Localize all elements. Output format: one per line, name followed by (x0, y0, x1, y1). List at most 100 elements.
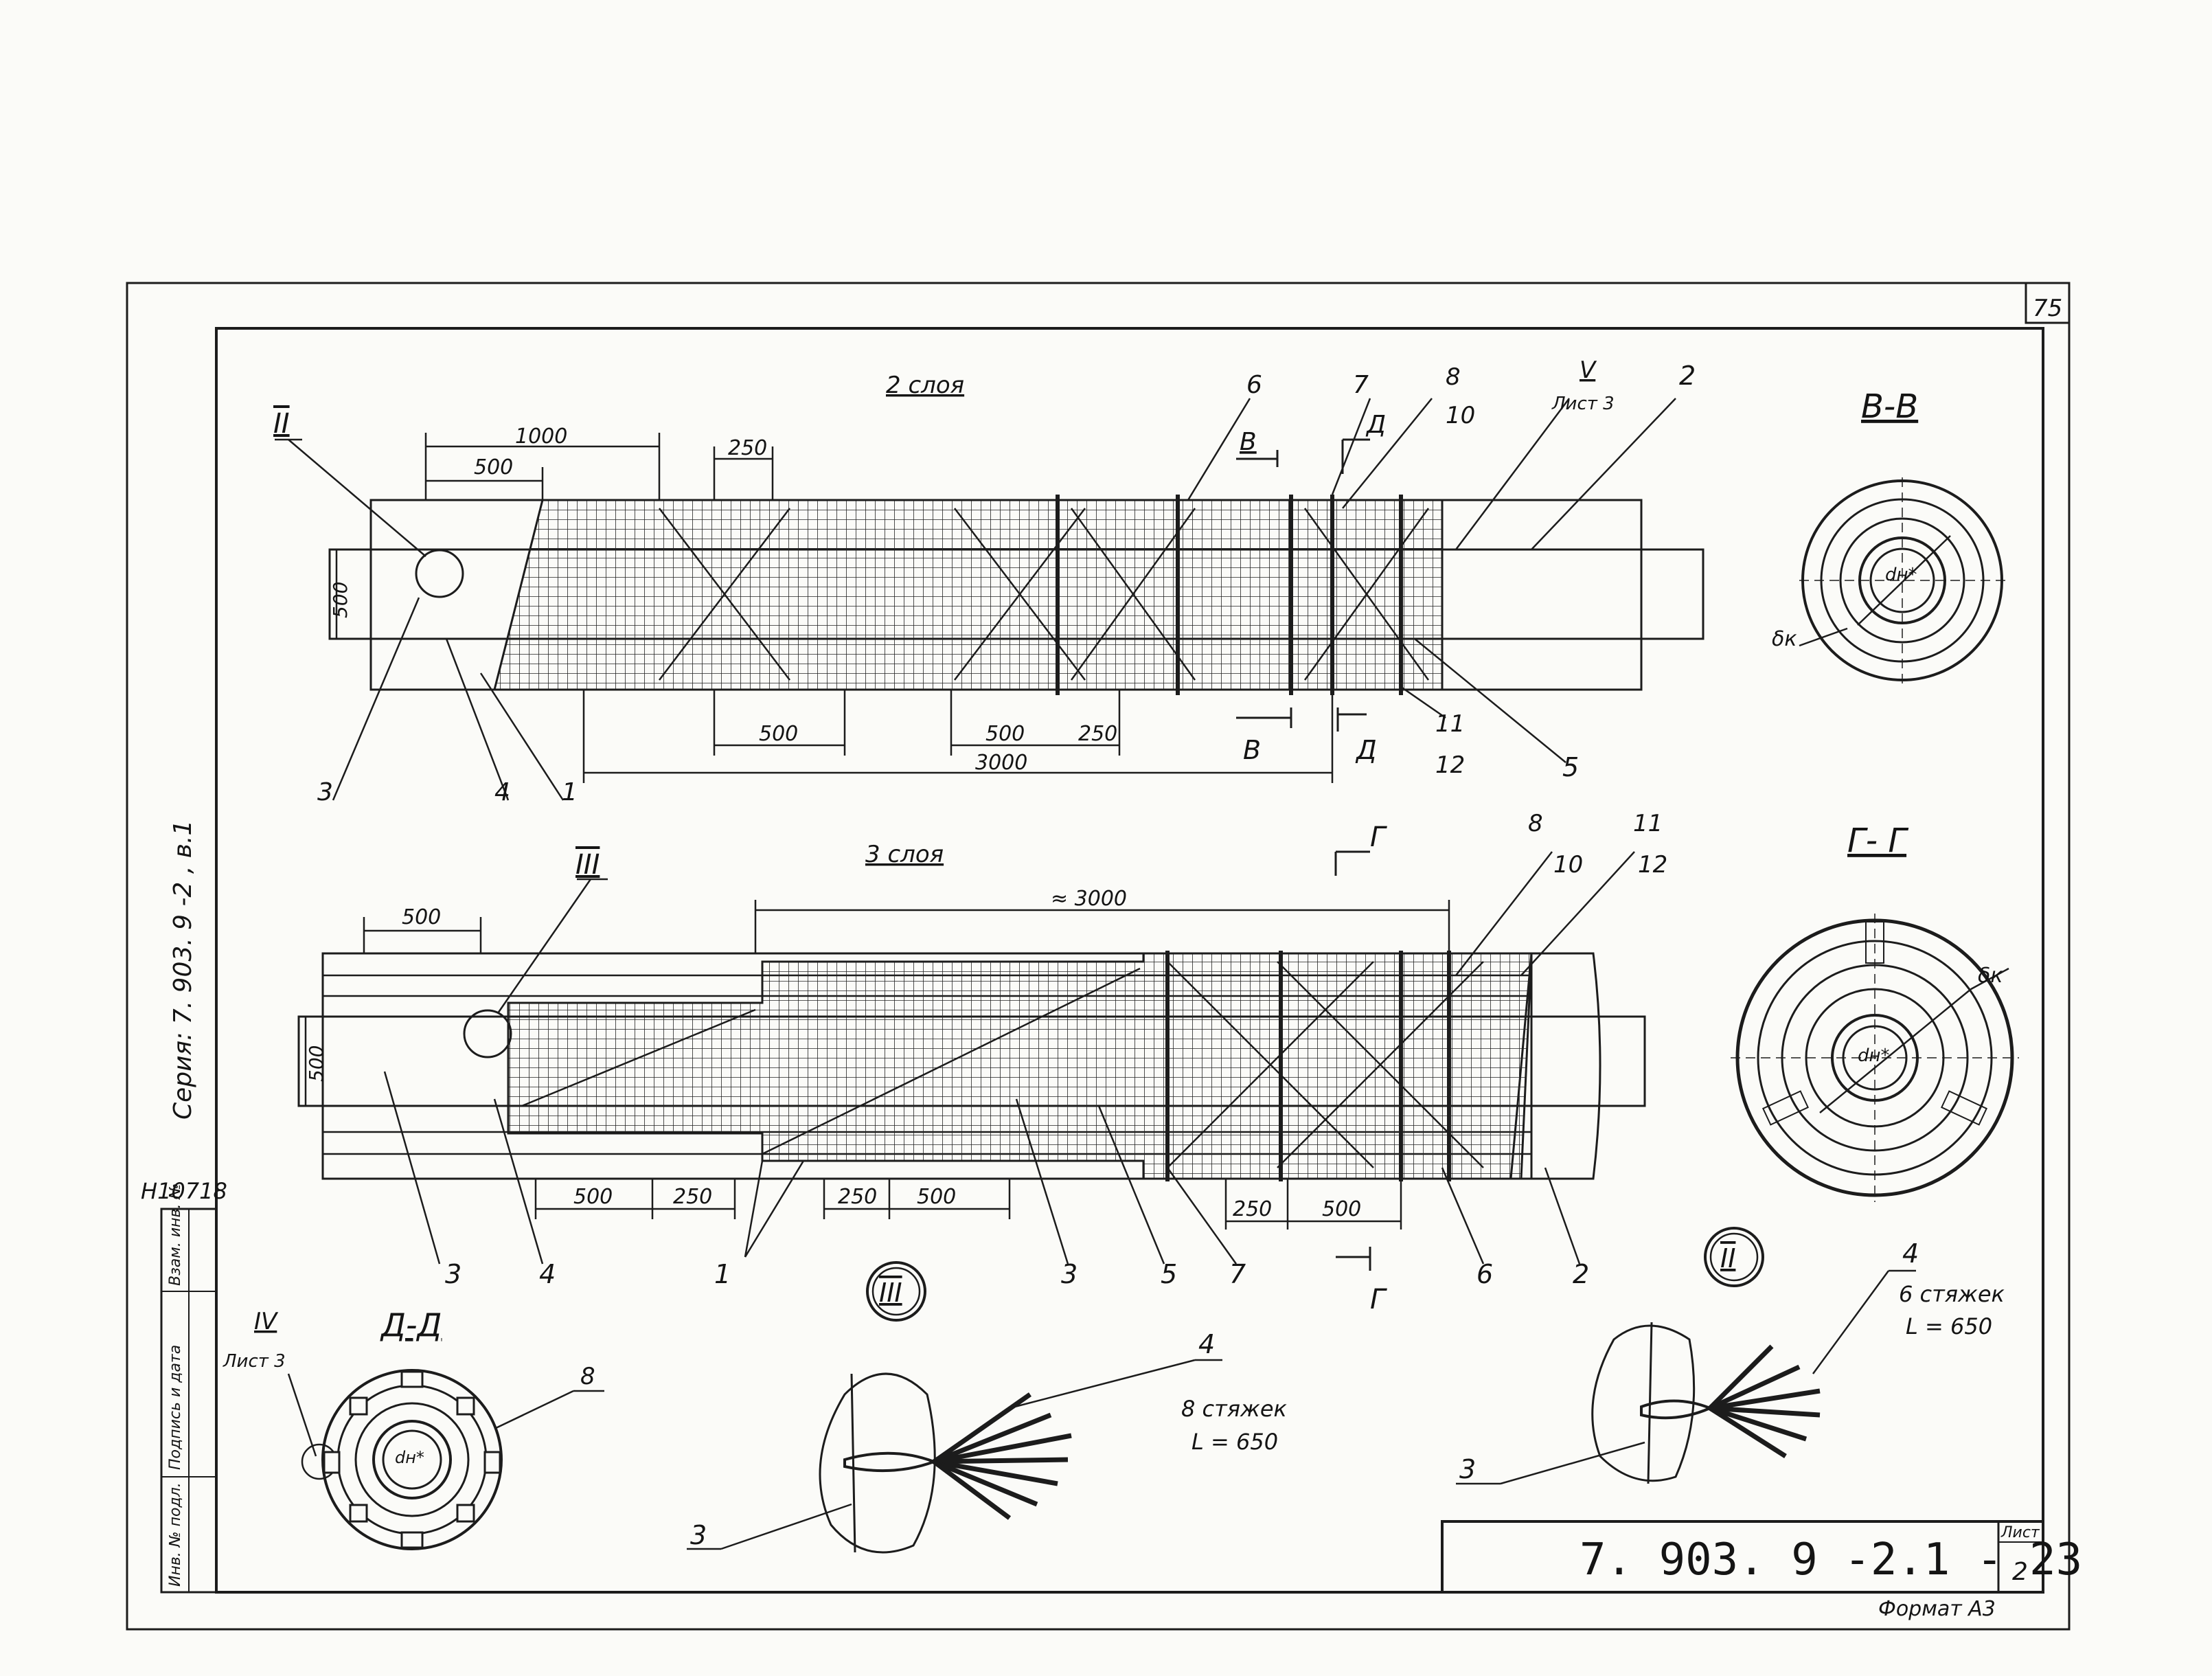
detail-ii-title: II (1720, 1243, 1735, 1273)
detail-ii-ties (1708, 1344, 1821, 1458)
top-dim-500-vertical: 500 (329, 582, 352, 618)
detail-ii-note-2: L = 650 (1906, 1313, 1992, 1339)
section-bb-title: В-В (1861, 387, 1918, 426)
sheet-label: Лист (2000, 1524, 2040, 1541)
detail-iii-marker (463, 1009, 512, 1058)
section-gg-dn: dн* (1858, 1045, 1890, 1066)
top-detail-callout: II (273, 408, 290, 440)
top-view-caption: 2 слоя (886, 372, 964, 399)
top-dimension-lines (335, 433, 1334, 783)
bottom-section-mark-upper: Г (1370, 822, 1387, 853)
bottom-leaders (383, 851, 1635, 1265)
bottom-pos-5: 5 (1161, 1259, 1177, 1289)
inner-frame (215, 327, 2044, 1594)
section-dd-pos-8: 8 (580, 1363, 595, 1390)
inventory-number: Н10718 (141, 1178, 227, 1204)
top-section-cuts (1236, 438, 1370, 732)
section-bb-dn: dн* (1885, 565, 1917, 585)
bottom-pos-11: 11 (1633, 810, 1663, 837)
bottom-detail-callout: III (575, 849, 600, 881)
bottom-insulation-body (321, 952, 1533, 1180)
bottom-dim-250-c: 250 (1233, 1197, 1272, 1221)
reinforcing-mesh (493, 499, 1444, 691)
top-dim-500-a: 500 (474, 455, 513, 479)
bottom-pos-10: 10 (1553, 851, 1583, 879)
top-sheet-ref-numeral: V (1580, 356, 1597, 384)
drawing-number: 7. 903. 9 -2.1 - 23 (1580, 1535, 2082, 1585)
bottom-section-mark-lower: Г (1370, 1284, 1387, 1315)
top-leaders (332, 398, 1676, 801)
detail-ii-pos-3: 3 (1459, 1454, 1476, 1484)
bottom-view-caption: 3 слоя (865, 841, 944, 868)
detail-ii: II 4 3 6 стяжек L = 650 (1456, 1227, 2005, 1485)
bottom-diagonal-ties (521, 961, 1484, 1168)
page-number-box: 75 (2025, 283, 2069, 324)
stamp-signature-label: Подпись и дата (167, 1345, 184, 1470)
detail-iii-pos-3: 3 (690, 1520, 707, 1550)
bottom-pos-2: 2 (1573, 1259, 1589, 1289)
top-sheet-ref-text: Лист 3 (1551, 394, 1615, 414)
top-pos-10: 10 (1446, 402, 1475, 429)
section-dd-title: Д-Д (380, 1306, 442, 1344)
section-bb-dk: δк (1772, 627, 1797, 651)
series-note: Серия: 7. 903. 9 -2 , в.1 (169, 820, 197, 1120)
detail-iii: III 4 3 8 стяжек L = 650 (687, 1261, 1288, 1554)
top-section-mark-b-lower: В (1243, 735, 1261, 765)
bottom-bands (1165, 951, 1451, 1181)
top-view: 2 слоя II (273, 356, 1704, 806)
top-section-mark-d-upper: Д (1365, 411, 1386, 439)
detail-iii-pos-4: 4 (1198, 1329, 1215, 1359)
section-dd-sheet-ref: Лист 3 (223, 1351, 286, 1372)
section-dd: Д-Д IV Лист 3 8 dн* (223, 1306, 604, 1550)
bottom-dim-250-a: 250 (673, 1185, 712, 1209)
bottom-dim-500-d: 500 (1322, 1197, 1361, 1221)
bottom-dimension-lines (304, 900, 1450, 1230)
top-pos-1: 1 (562, 778, 578, 806)
bottom-dim-500-b: 500 (573, 1185, 613, 1209)
top-pos-3: 3 (317, 778, 333, 806)
bottom-section-cuts (1334, 850, 1371, 1271)
top-dim-500-c: 500 (985, 722, 1025, 746)
bottom-dim-500-vertical: 500 (305, 1045, 328, 1082)
top-pos-8: 8 (1446, 363, 1461, 391)
detail-ii-pos-4: 4 (1902, 1238, 1919, 1269)
format-note: Формат А3 (1878, 1597, 1996, 1621)
detail-iii-note-2: L = 650 (1191, 1429, 1278, 1455)
bottom-dim-3000: ≈ 3000 (1051, 887, 1127, 911)
sheet-number: 2 (2012, 1558, 2028, 1586)
bottom-pos-3-b: 3 (1061, 1259, 1078, 1289)
top-dim-1000: 1000 (515, 424, 567, 449)
detail-ii-marker (415, 549, 464, 598)
bottom-end-cap (1509, 952, 1601, 1180)
top-dim-500-b: 500 (759, 722, 798, 746)
detail-iii-ties (932, 1392, 1072, 1520)
side-stamp: Инв. № подл. Подпись и дата Взам. инв. №… (141, 1178, 227, 1594)
section-gg-dk: δк (1978, 964, 2003, 988)
top-pos-7: 7 (1353, 371, 1369, 399)
bottom-pos-12: 12 (1638, 851, 1667, 879)
title-block: 7. 903. 9 -2.1 - 23 Лист 2 (1441, 1520, 2082, 1594)
section-dd-callout: IV (254, 1308, 279, 1335)
top-pos-11: 11 (1435, 710, 1465, 738)
top-dim-3000: 3000 (975, 751, 1027, 775)
bottom-pos-7: 7 (1229, 1259, 1246, 1289)
detail-iii-note-1: 8 стяжек (1181, 1396, 1288, 1422)
top-pos-5: 5 (1562, 752, 1579, 782)
detail-ii-note-1: 6 стяжек (1899, 1281, 2005, 1307)
top-pos-2: 2 (1679, 361, 1696, 391)
stamp-inventory-label: Инв. № подл. (167, 1482, 184, 1587)
top-pos-6: 6 (1246, 371, 1262, 399)
bottom-reinforcing-mesh (507, 952, 1533, 1180)
section-gg-title: Г- Г (1847, 822, 1908, 860)
bottom-pos-4: 4 (539, 1259, 556, 1289)
bottom-dim-500-c: 500 (917, 1185, 956, 1209)
stamp-replacement-label: Взам. инв. № (167, 1184, 184, 1286)
section-dd-clips (323, 1370, 501, 1549)
section-gg: Г- Г dн* δк (1731, 822, 2019, 1202)
top-section-mark-d-lower: Д (1355, 735, 1377, 765)
outer-frame (126, 282, 2071, 1631)
top-dim-250-a: 250 (728, 436, 767, 460)
section-dd-dn: dн* (395, 1448, 424, 1467)
bottom-view: 3 слоя III (297, 810, 1667, 1315)
